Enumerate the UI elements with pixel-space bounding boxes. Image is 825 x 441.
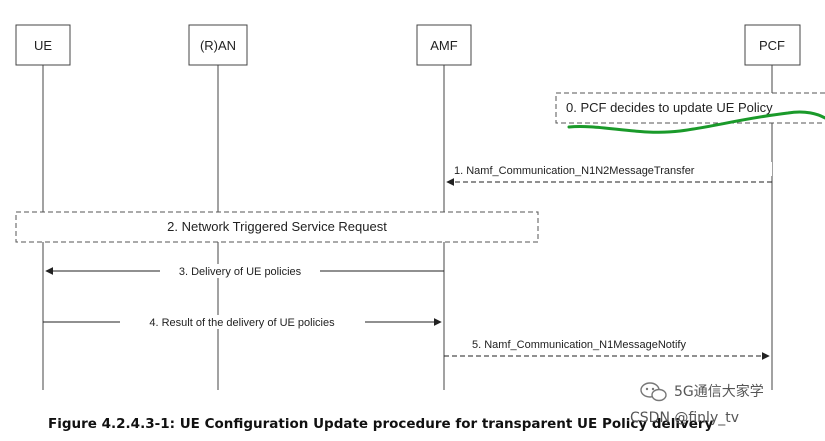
step-1-message: 1. Namf_Communication_N1N2MessageTransfe… [446, 162, 772, 186]
figure-caption: Figure 4.2.4.3-1: UE Configuration Updat… [48, 416, 714, 432]
step-5-message: 5. Namf_Communication_N1MessageNotify [444, 336, 770, 360]
wechat-icon [640, 382, 667, 402]
step-3-label: 3. Delivery of UE policies [179, 266, 302, 278]
step-0-label: 0. PCF decides to update UE Policy [566, 100, 773, 115]
watermark-text: 5G通信大家学 [674, 383, 764, 400]
participant-pcf-label: PCF [759, 38, 785, 53]
step-2-box: 2. Network Triggered Service Request [15, 211, 539, 243]
step-3-message: 3. Delivery of UE policies [45, 264, 444, 278]
green-underline-annotation [567, 110, 825, 134]
participant-ran-label: (R)AN [200, 38, 236, 53]
step-2-label: 2. Network Triggered Service Request [167, 219, 387, 234]
step-0-box: 0. PCF decides to update UE Policy [555, 92, 825, 124]
watermark-sub: CSDN @finly_tv [630, 410, 739, 426]
participant-amf: AMF [416, 24, 472, 66]
participant-amf-label: AMF [430, 38, 458, 53]
step-4-label: 4. Result of the delivery of UE policies [149, 317, 335, 329]
watermark: 5G通信大家学 [640, 382, 764, 402]
participant-ue-label: UE [34, 38, 52, 53]
step-4-message: 4. Result of the delivery of UE policies [43, 315, 442, 329]
participant-ue: UE [15, 24, 71, 66]
step-5-label: 5. Namf_Communication_N1MessageNotify [472, 339, 686, 351]
participant-ran: (R)AN [188, 24, 248, 66]
step-1-label: 1. Namf_Communication_N1N2MessageTransfe… [454, 165, 695, 177]
participant-pcf: PCF [744, 24, 801, 66]
